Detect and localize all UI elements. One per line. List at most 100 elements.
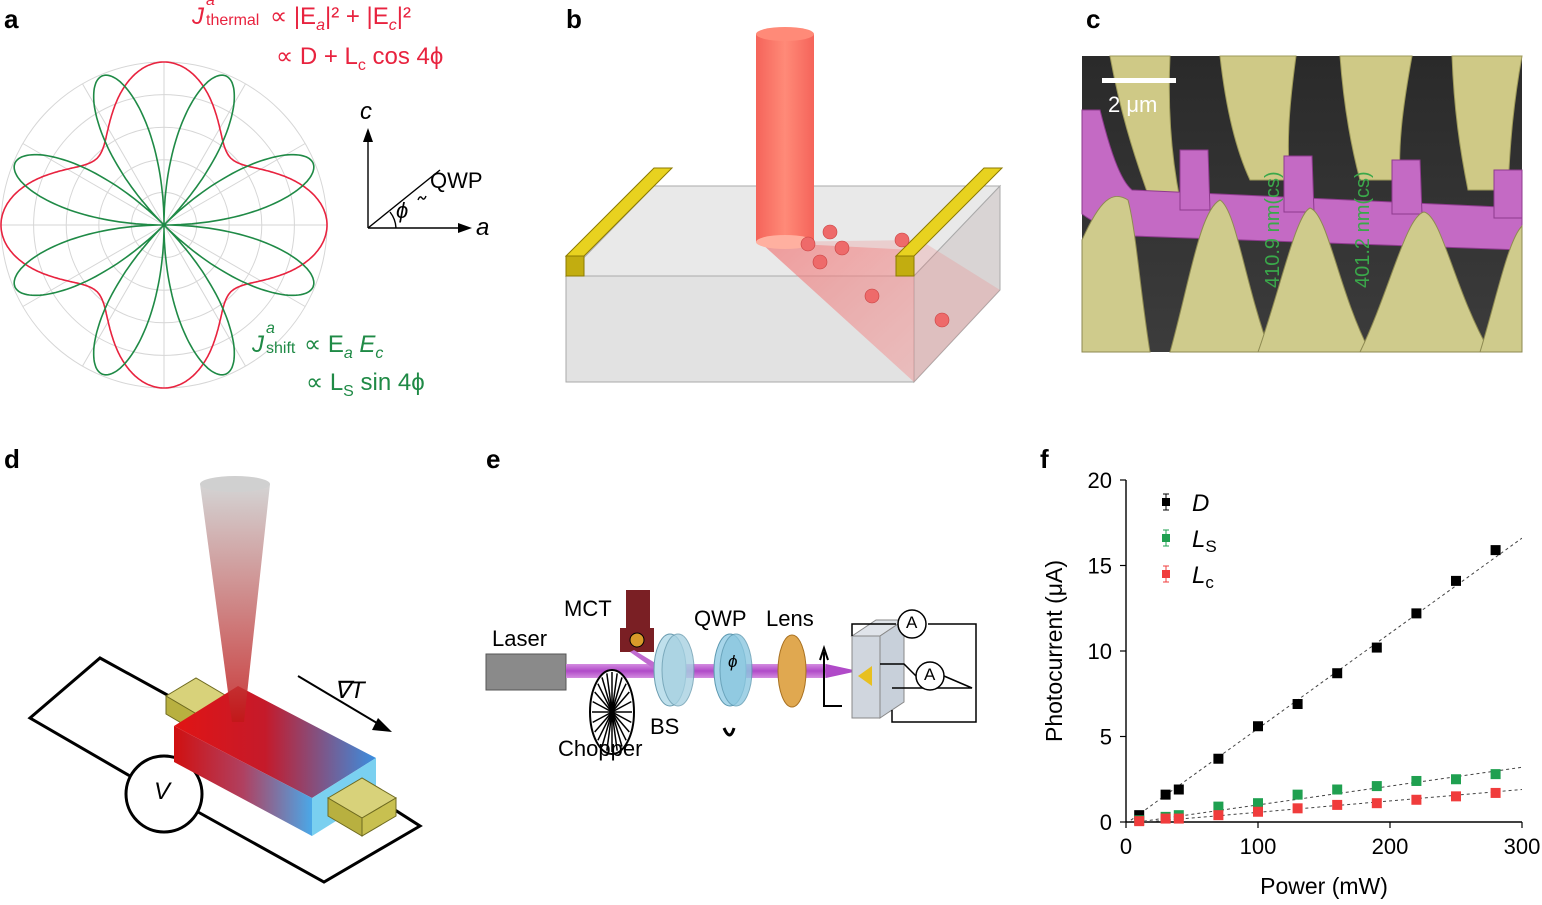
panel-b: b bbox=[520, 0, 1040, 400]
ammeter-circuit bbox=[851, 623, 977, 723]
panel-label-c: c bbox=[1086, 4, 1101, 34]
qwp-label: QWP bbox=[430, 168, 483, 193]
x-tick-label: 300 bbox=[1504, 834, 1541, 859]
data-point bbox=[1292, 699, 1303, 710]
voltmeter-label: V bbox=[154, 778, 171, 805]
ammeter-2-label: A bbox=[924, 665, 936, 684]
sample-bar-top bbox=[174, 686, 376, 798]
laser-beam bbox=[756, 34, 814, 242]
x-tick-label: 200 bbox=[1372, 834, 1409, 859]
lens bbox=[777, 634, 807, 708]
chopper-label: Chopper bbox=[558, 736, 643, 761]
data-point bbox=[1253, 798, 1263, 809]
chopper-wheel bbox=[589, 669, 635, 755]
data-point bbox=[1253, 806, 1263, 817]
panel-label-a: a bbox=[4, 4, 19, 34]
data-point bbox=[1292, 803, 1303, 814]
y-tick-label: 5 bbox=[1100, 725, 1112, 750]
data-point bbox=[1451, 791, 1461, 802]
fit-line bbox=[1134, 766, 1522, 822]
x-tick-label: 100 bbox=[1240, 834, 1277, 859]
data-point bbox=[1160, 789, 1171, 800]
panel-label-d: d bbox=[4, 444, 20, 474]
data-point bbox=[1371, 798, 1382, 809]
data-point bbox=[1173, 813, 1184, 824]
panel-c: c bbox=[1040, 0, 1542, 400]
laser-box bbox=[485, 653, 567, 691]
data-point bbox=[1451, 575, 1461, 586]
data-point bbox=[1411, 794, 1422, 805]
panel-label-b: b bbox=[566, 4, 582, 34]
axis-a-label: a bbox=[476, 214, 490, 241]
panel-label-e: e bbox=[486, 444, 501, 474]
data-point bbox=[1134, 816, 1145, 827]
axis-c-label: c bbox=[360, 98, 372, 125]
thermoelectric-diagram bbox=[27, 476, 423, 884]
y-tick-label: 20 bbox=[1088, 468, 1112, 493]
phi-label: ϕ bbox=[728, 652, 738, 671]
gradient-label: ∇T bbox=[334, 677, 365, 704]
data-point bbox=[1292, 789, 1303, 800]
legend-label: Lc bbox=[1192, 562, 1214, 592]
scale-bar-label: 2 μm bbox=[1108, 92, 1158, 117]
data-point bbox=[1332, 784, 1343, 795]
data-point bbox=[1332, 799, 1343, 810]
data-point bbox=[1332, 668, 1343, 679]
legend-marker bbox=[1162, 570, 1170, 578]
data-point bbox=[1411, 608, 1422, 619]
light-beam-cone bbox=[200, 484, 270, 722]
data-point bbox=[1213, 753, 1224, 764]
lens-label: Lens bbox=[766, 606, 814, 631]
data-point bbox=[1213, 810, 1224, 821]
data-point bbox=[1213, 801, 1224, 812]
sample-bar-front bbox=[174, 726, 312, 836]
measurement-2: 401.2 nm(cs) bbox=[1352, 171, 1374, 288]
y-tick-label: 15 bbox=[1088, 554, 1112, 579]
data-point bbox=[1134, 810, 1145, 821]
laser-beam bbox=[566, 664, 826, 678]
data-point bbox=[1451, 774, 1461, 785]
shift-current-curve bbox=[13, 74, 315, 376]
panel-d: d bbox=[0, 440, 480, 900]
axes-inset bbox=[363, 128, 472, 233]
x-tick-label: 0 bbox=[1120, 834, 1132, 859]
panel-e: e bbox=[480, 440, 1000, 900]
data-point bbox=[1371, 781, 1382, 792]
data-point bbox=[1371, 642, 1382, 653]
x-axis-label: Power (mW) bbox=[1260, 873, 1388, 899]
data-point bbox=[1253, 721, 1263, 732]
y-tick-label: 10 bbox=[1088, 639, 1112, 664]
panel-label-f: f bbox=[1040, 444, 1049, 474]
legend-label: D bbox=[1192, 490, 1209, 517]
qwp-label: QWP bbox=[694, 606, 747, 631]
legend-marker bbox=[1162, 534, 1170, 542]
data-point bbox=[1411, 775, 1422, 786]
data-point bbox=[1490, 769, 1501, 780]
polar-plot bbox=[0, 61, 472, 389]
legend-marker bbox=[1162, 498, 1170, 506]
data-point bbox=[1160, 813, 1171, 824]
data-point bbox=[1490, 545, 1501, 556]
y-axis-label: Photocurrent (μA) bbox=[1041, 560, 1067, 742]
ammeter-1-label: A bbox=[906, 613, 918, 632]
sem-image bbox=[1081, 55, 1523, 353]
y-tick-label: 0 bbox=[1100, 810, 1112, 835]
data-point bbox=[1173, 784, 1184, 795]
legend-label: LS bbox=[1192, 526, 1217, 556]
data-point bbox=[1490, 787, 1501, 798]
optical-setup-diagram bbox=[485, 590, 977, 755]
mct-label: MCT bbox=[564, 596, 612, 621]
bs-label: BS bbox=[650, 714, 680, 739]
scale-bar bbox=[1102, 78, 1176, 83]
measurement-1: 410.9 nm(cs) bbox=[1262, 171, 1284, 288]
fit-line bbox=[1127, 537, 1522, 822]
thermal-current-curve bbox=[0, 61, 328, 389]
laser-label: Laser bbox=[492, 626, 548, 651]
voltmeter-circle bbox=[124, 754, 204, 834]
phi-label: ϕ bbox=[396, 198, 409, 223]
